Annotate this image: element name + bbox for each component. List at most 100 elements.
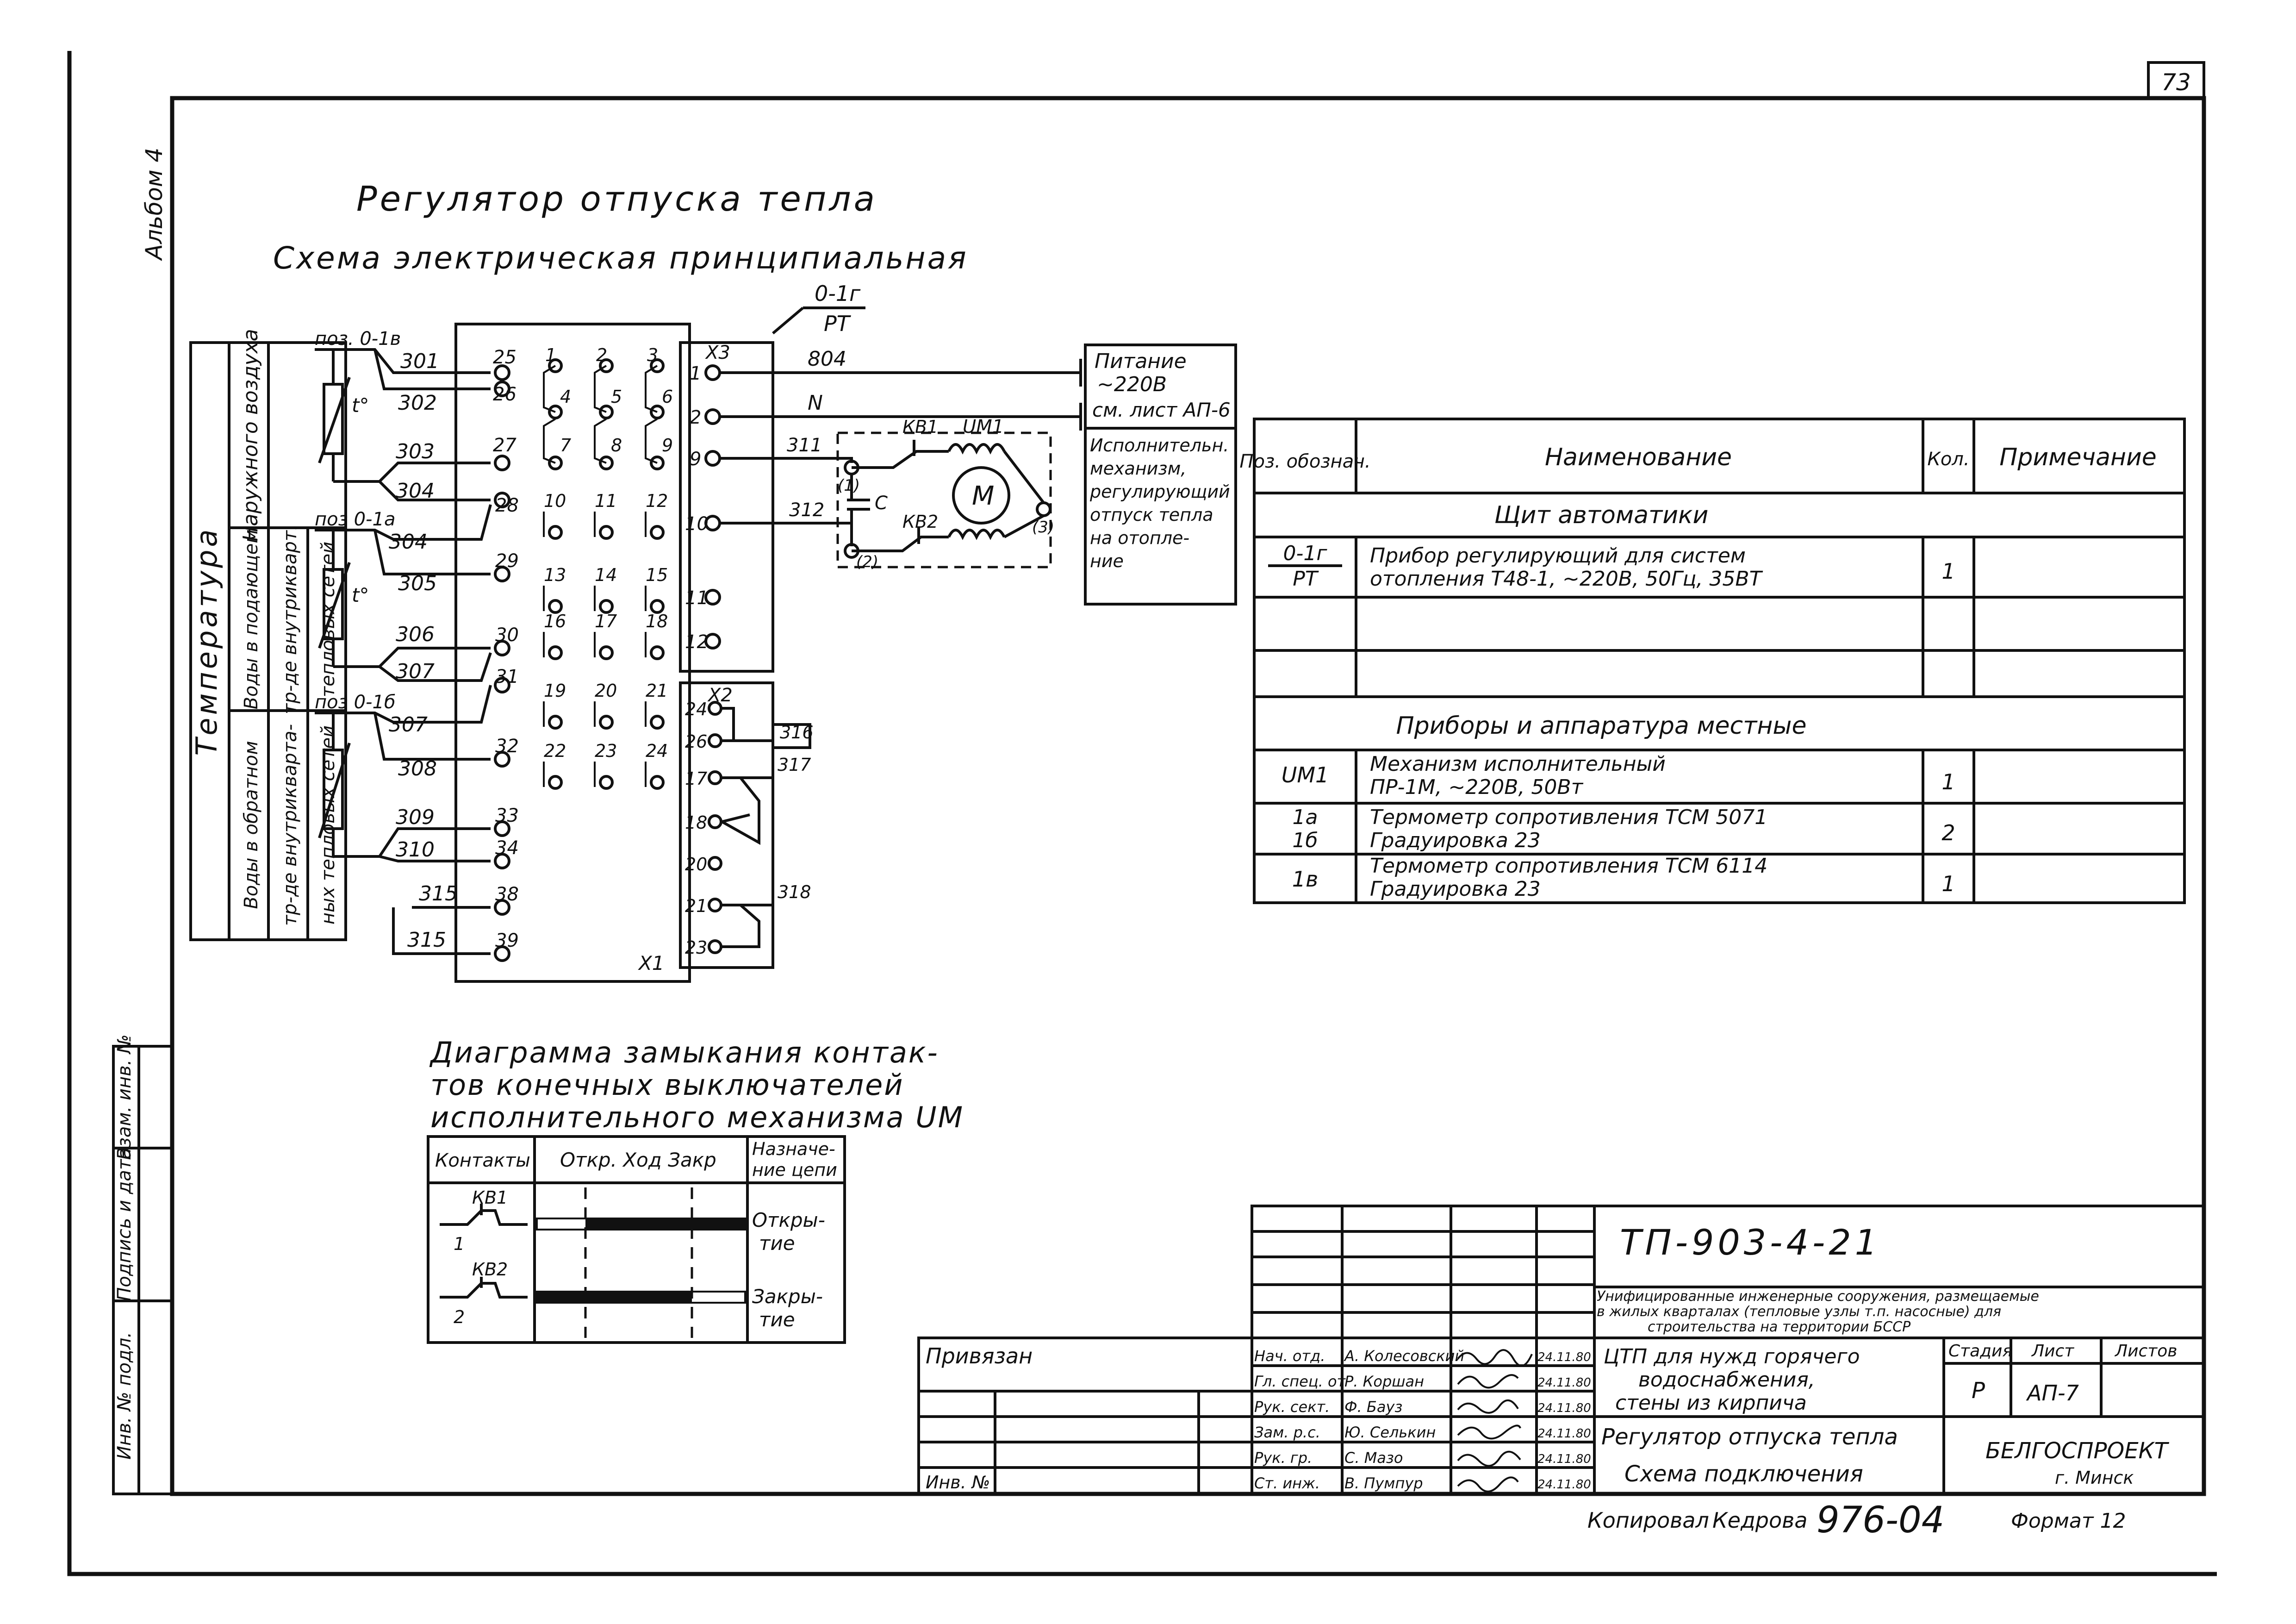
x2-terminal-block: [679, 681, 774, 969]
svg-text:21: 21: [646, 681, 668, 701]
svg-text:Исполнительн.: Исполнительн.: [1090, 435, 1229, 456]
svg-text:0-1г: 0-1г: [815, 281, 861, 306]
svg-text:Термометр сопротивления ТСМ 61: Термометр сопротивления ТСМ 6114: [1370, 854, 1767, 878]
svg-text:Стадия: Стадия: [1948, 1342, 2012, 1361]
svg-text:(2): (2): [856, 553, 878, 571]
sensor-wiring: [333, 348, 492, 955]
svg-text:307: 307: [396, 660, 435, 683]
x1-terminal-block: [454, 323, 691, 983]
svg-text:Ю. Селькин: Ю. Селькин: [1344, 1424, 1436, 1441]
temp-supply-a: Воды в подающем: [241, 529, 262, 709]
svg-text:Прибор регулирующий для систем: Прибор регулирующий для систем: [1370, 544, 1746, 568]
svg-text:UM1: UM1: [1282, 762, 1329, 787]
svg-text:15: 15: [646, 565, 668, 585]
title-block: Привязан Инв. № Нач. отд. Гл. спец. от Р…: [917, 1205, 2205, 1495]
temp-return-a: Воды в обратном: [241, 741, 262, 909]
svg-text:БЕЛГОСПРОЕКТ: БЕЛГОСПРОЕКТ: [1985, 1438, 2170, 1464]
sensor-1b-label: поз 0-1б: [315, 692, 396, 713]
svg-text:1: 1: [454, 1234, 465, 1254]
svg-text:28: 28: [495, 495, 519, 516]
svg-text:АП-7: АП-7: [2026, 1380, 2079, 1405]
svg-text:Подпись и дата: Подпись и дата: [114, 1148, 135, 1301]
svg-text:водоснабжения,: водоснабжения,: [1638, 1368, 1815, 1392]
svg-text:13: 13: [544, 565, 566, 585]
x2-terminals: 24 26 17 18 20 21 23 316 317 318: [685, 699, 814, 958]
svg-text:27: 27: [493, 435, 516, 456]
temp-outdoor-a: Наружного воздуха: [239, 329, 262, 541]
svg-text:Формат 12: Формат 12: [2011, 1509, 2126, 1533]
svg-text:306: 306: [396, 623, 435, 646]
svg-text:Рук. сект.: Рук. сект.: [1254, 1398, 1330, 1416]
svg-text:Зам. р.с.: Зам. р.с.: [1254, 1424, 1320, 1441]
spec-section-2: Приборы и аппаратура местные: [1396, 712, 1807, 740]
svg-text:(3): (3): [1032, 518, 1054, 537]
svg-text:31: 31: [495, 666, 519, 687]
svg-text:Откр. Ход Закр: Откр. Ход Закр: [560, 1149, 716, 1171]
svg-text:тов конечных выключателей: тов конечных выключателей: [430, 1068, 904, 1102]
svg-text:1а: 1а: [1293, 806, 1318, 829]
svg-text:1в: 1в: [1292, 867, 1318, 892]
album-label: Альбом 4: [141, 148, 168, 261]
svg-text:КВ1: КВ1: [472, 1187, 508, 1208]
svg-text:M: M: [972, 481, 994, 511]
svg-text:5: 5: [611, 387, 622, 407]
svg-text:КВ1: КВ1: [902, 417, 938, 437]
svg-text:в жилых кварталах (тепловые уз: в жилых кварталах (тепловые узлы т.п. на…: [1597, 1304, 2001, 1320]
svg-text:Закры-: Закры-: [752, 1285, 823, 1308]
svg-text:315: 315: [407, 928, 446, 952]
spec-section-1: Щит автоматики: [1494, 501, 1709, 529]
svg-text:304: 304: [396, 479, 435, 503]
specification-table: Поз. обознач. Наименование Кол. Примечан…: [1239, 418, 2186, 904]
temperature-table: Температура Наружного воздуха Воды в под…: [189, 329, 347, 941]
svg-text:Р. Коршан: Р. Коршан: [1344, 1373, 1424, 1390]
svg-text:25: 25: [493, 347, 516, 368]
svg-text:1б: 1б: [1292, 829, 1318, 852]
svg-text:Термометр сопротивления ТСМ 50: Термометр сопротивления ТСМ 5071: [1370, 806, 1767, 829]
svg-text:310: 310: [396, 838, 435, 862]
svg-text:Унифицированные инженерные соо: Унифицированные инженерные сооружения, р…: [1597, 1288, 2039, 1305]
svg-text:976-04: 976-04: [1817, 1499, 1944, 1541]
svg-text:ние цепи: ние цепи: [752, 1160, 837, 1180]
svg-text:А. Колесовский: А. Колесовский: [1344, 1347, 1464, 1365]
svg-text:исполнительного механизма UM: исполнительного механизма UM: [430, 1100, 964, 1134]
svg-text:19: 19: [544, 681, 566, 701]
svg-text:21: 21: [685, 896, 707, 916]
svg-text:t°: t°: [352, 584, 369, 606]
svg-text:2: 2: [596, 345, 607, 365]
svg-text:302: 302: [398, 391, 437, 415]
svg-text:Взам. инв. №: Взам. инв. №: [114, 1034, 135, 1160]
svg-text:18: 18: [646, 611, 668, 631]
actuator-motor: M КВ1 UM1 КВ2 C (1) (2) (3): [836, 416, 1054, 571]
svg-text:39: 39: [495, 930, 519, 951]
svg-text:22: 22: [544, 741, 566, 761]
sensor-1b: поз 0-1б: [315, 692, 396, 856]
sheet-number-box: [2147, 61, 2205, 100]
svg-text:Питание: Питание: [1095, 350, 1187, 373]
svg-text:29: 29: [495, 550, 519, 572]
svg-text:1: 1: [1941, 871, 1955, 896]
svg-text:317: 317: [778, 755, 811, 775]
svg-text:С. Мазо: С. Мазо: [1344, 1449, 1403, 1467]
svg-text:10: 10: [544, 491, 566, 511]
svg-text:23: 23: [595, 741, 617, 761]
svg-text:1: 1: [1941, 769, 1955, 794]
svg-text:ЦТП для нужд горячего: ЦТП для нужд горячего: [1604, 1345, 1860, 1368]
svg-text:Рук. гр.: Рук. гр.: [1254, 1449, 1312, 1467]
svg-text:C: C: [875, 493, 888, 514]
title-main: Регулятор отпуска тепла: [356, 179, 877, 219]
svg-text:(1): (1): [838, 476, 860, 495]
svg-text:2: 2: [1941, 820, 1955, 845]
sheet-number: 73: [2161, 69, 2191, 96]
svg-text:14: 14: [595, 565, 617, 585]
spec-h-pos: Поз. обознач.: [1239, 451, 1370, 472]
svg-text:t°: t°: [352, 394, 369, 417]
svg-text:КВ2: КВ2: [902, 512, 938, 532]
svg-text:32: 32: [495, 736, 519, 757]
svg-text:строительства на территории БС: строительства на территории БССР: [1648, 1319, 1911, 1335]
title-sub: Схема электрическая принципиальная: [273, 240, 968, 276]
drawing-frame: [170, 96, 2206, 1496]
svg-text:10: 10: [685, 513, 709, 535]
svg-text:309: 309: [396, 806, 435, 829]
svg-text:316: 316: [780, 722, 814, 743]
temp-main-label: Температура: [190, 527, 224, 756]
